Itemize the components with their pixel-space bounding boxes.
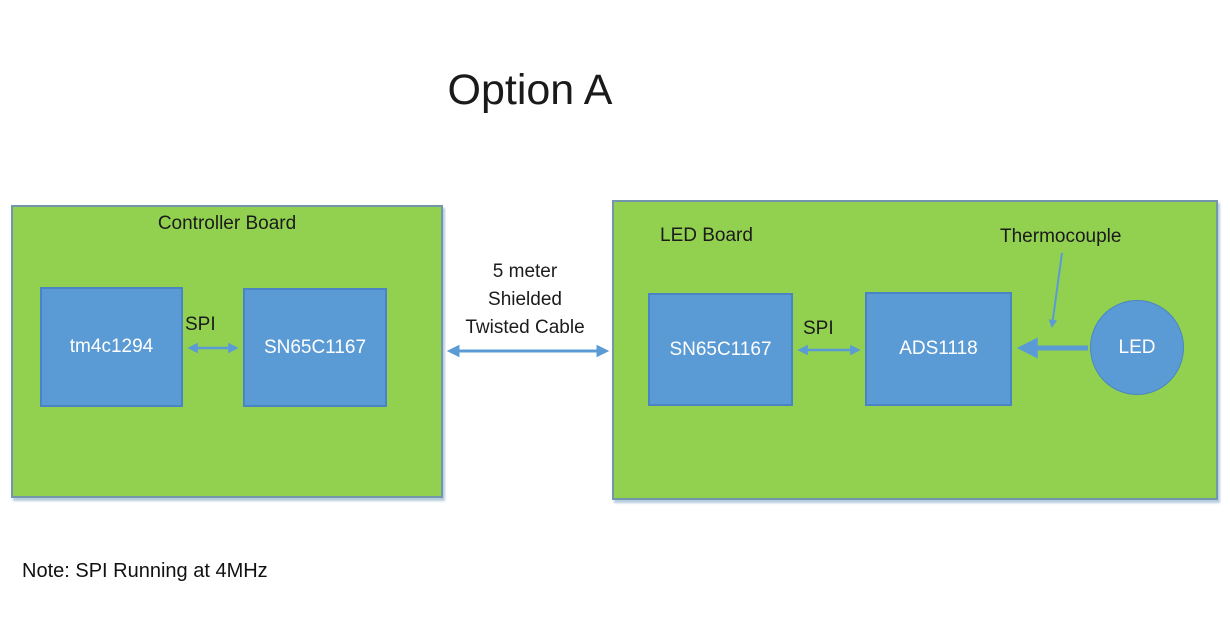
chip-ads1118-label: ADS1118 [899,338,978,359]
chip-sn65c1167-led: SN65C1167 [648,293,793,406]
led-circle-label: LED [1118,336,1156,358]
spi-label-controller: SPI [185,314,216,335]
chip-sn65c1167-led-label: SN65C1167 [669,338,772,360]
chip-tm4c1294: tm4c1294 [40,287,183,407]
led-board-label: LED Board [660,225,753,246]
controller-board-label: Controller Board [157,213,297,234]
footer-note: Note: SPI Running at 4MHz [22,560,268,582]
led-circle: LED [1090,300,1184,395]
chip-sn65c1167-controller-label: SN65C1167 [263,336,367,358]
spi-label-led: SPI [803,318,834,339]
thermocouple-label: Thermocouple [1000,226,1122,247]
page-title: Option A [447,66,613,114]
chip-ads1118: ADS1118 [865,292,1012,406]
cable-label: 5 meter Shielded Twisted Cable [425,258,625,342]
cable-label-line1: 5 meter [492,261,558,282]
cable-label-line2: Shielded [488,289,562,310]
chip-tm4c1294-label: tm4c1294 [69,336,154,357]
controller-board: Controller Board tm4c1294 SN65C1167 SPI [11,205,443,498]
cable-label-line3: Twisted Cable [465,317,585,338]
led-board: LED Board Thermocouple SN65C1167 ADS1118… [612,200,1218,500]
chip-sn65c1167-controller: SN65C1167 [243,288,387,407]
